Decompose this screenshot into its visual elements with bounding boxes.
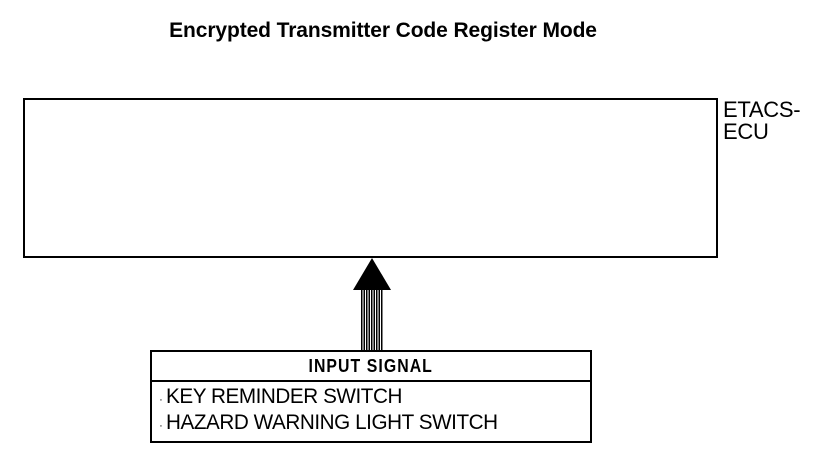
- input-signal-list: · KEY REMINDER SWITCH · HAZARD WARNING L…: [152, 382, 590, 436]
- etacs-ecu-box: [23, 98, 718, 258]
- list-item-label: KEY REMINDER SWITCH: [166, 385, 402, 408]
- input-signal-header: INPUT SIGNAL: [152, 352, 590, 382]
- bullet-icon: ·: [159, 420, 163, 432]
- etacs-ecu-label-line1: ETACS-: [723, 97, 801, 122]
- page-title: Encrypted Transmitter Code Register Mode: [169, 19, 597, 42]
- etacs-ecu-label: ETACS-ECU: [723, 97, 801, 144]
- list-item: · KEY REMINDER SWITCH: [156, 384, 590, 410]
- etacs-ecu-label-line2: ECU: [723, 119, 769, 144]
- list-item-label: HAZARD WARNING LIGHT SWITCH: [166, 411, 498, 434]
- input-signal-arrow: [352, 256, 392, 352]
- arrow-shaft: [361, 286, 383, 352]
- arrow-head-icon: [353, 258, 391, 290]
- list-item: · HAZARD WARNING LIGHT SWITCH: [156, 410, 590, 436]
- bullet-icon: ·: [159, 394, 163, 406]
- input-signal-box: INPUT SIGNAL · KEY REMINDER SWITCH · HAZ…: [150, 350, 592, 443]
- input-signal-header-label: INPUT SIGNAL: [308, 356, 434, 376]
